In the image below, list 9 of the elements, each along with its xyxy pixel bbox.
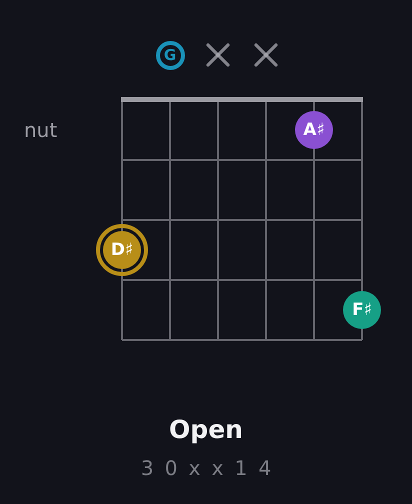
note-dot: F♯: [343, 291, 381, 329]
chord-title: Open: [168, 414, 244, 446]
note-dot: A♯: [295, 111, 333, 149]
nut-label: nut: [24, 117, 58, 143]
open-string-marker: G: [156, 40, 184, 70]
cross-icon: [254, 43, 278, 67]
cross-icon: [206, 43, 230, 67]
fingering-text: 3 0 x x 1 4: [140, 455, 275, 481]
root-note-dot: D♯: [96, 224, 148, 276]
